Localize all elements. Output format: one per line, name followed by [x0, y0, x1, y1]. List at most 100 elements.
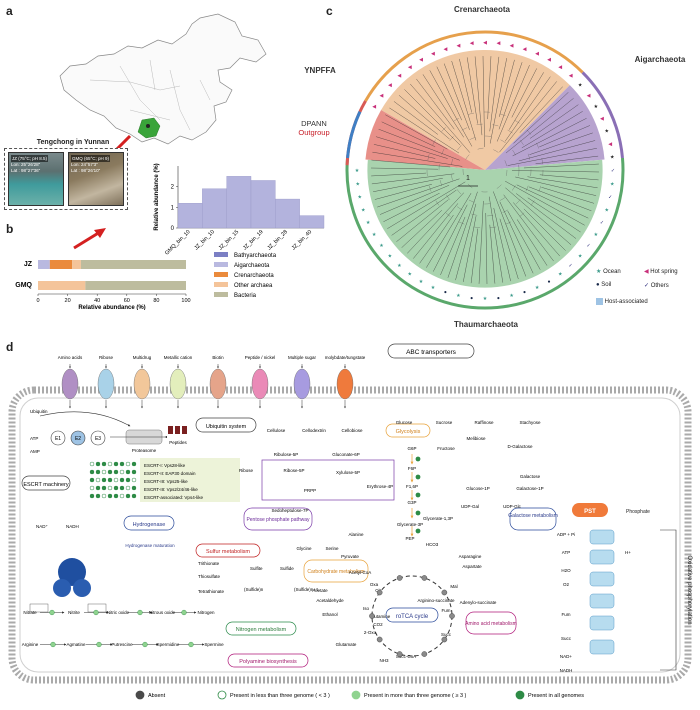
site-jz-photo: JZ (75°C; pH 8.5) Lon: 25°26'28" Lat : 9… [8, 152, 64, 206]
habitat-marker: ★ [355, 181, 360, 187]
escrt-presence-dot [107, 493, 113, 499]
tree-branch [377, 178, 460, 208]
tree-branch [374, 184, 432, 200]
glycolysis-metabolite: HCO3 [426, 542, 439, 547]
hydrogenase-complex: NAD⁺ NADH [29, 524, 107, 613]
oxphos-complex [589, 615, 615, 631]
tree-branch [433, 204, 468, 272]
metabolite-label: Nitrate [23, 610, 37, 615]
escrt-presence-dot [131, 469, 137, 475]
tree-branch [516, 184, 589, 219]
bin-bar [226, 176, 252, 229]
sugar-metabolite: Raffinose [475, 420, 494, 425]
legend-hotspring: ◀ Hot spring [644, 268, 678, 275]
transporter-label: molybdate/tungstate [325, 355, 366, 360]
escrt-title: ESCRT machinery [23, 482, 69, 488]
gene-presence-dot [49, 609, 55, 616]
gene-presence-dot [415, 528, 421, 534]
region-label: Tengchong in Yunnan [36, 139, 110, 146]
glycolysis-metabolite: Glycerate-1,3P [423, 516, 453, 521]
tree-branch [523, 208, 566, 251]
panel-c-letter: c [326, 4, 333, 18]
tree-branch [499, 59, 515, 117]
tca-node [369, 613, 375, 619]
amino-acid-metabolite: Ethanol [322, 612, 337, 617]
tca-node [396, 651, 403, 657]
tree-branch [373, 144, 436, 159]
stack-legend-label: Bathyarchaeota [234, 253, 277, 259]
tree-branch [371, 173, 455, 185]
ubq-atp: ATP [30, 436, 38, 441]
escrt-presence-dot [113, 461, 119, 467]
tca-node [421, 575, 428, 581]
star-icon: ★ [596, 269, 602, 275]
sugar-metabolite: Stachyose [519, 420, 541, 425]
glycolysis-title: Glycolysis [396, 429, 421, 435]
tree-branch [381, 121, 436, 147]
glycolysis-metabolite: F1,6P [406, 484, 418, 489]
dot-icon: ● [596, 282, 600, 288]
tree-branch [516, 193, 577, 239]
legend-others-label: Others [650, 283, 669, 289]
tree-legend: ★ Ocean ◀ Hot spring ● Soil ✓ Others Hos… [596, 268, 700, 324]
ppp-metabolite: Gluconate-6P [332, 452, 360, 457]
pathway-legend-label: Absent [148, 693, 166, 699]
habitat-marker: ◀ [496, 41, 500, 47]
ppp-metabolite: Xylulose-5P [336, 470, 360, 475]
habitat-marker: ★ [483, 296, 488, 302]
tree-branch [529, 104, 579, 139]
ubq-e1: E1 [55, 436, 61, 442]
escrt-presence-dot [95, 485, 101, 491]
metabolite-label: Spermidine [157, 642, 180, 647]
stack-segment [38, 281, 86, 290]
ppp-metabolite: Ribose [239, 468, 254, 473]
habitat-marker: ◀ [510, 43, 514, 49]
transporter-label: Multiple sugar [288, 355, 317, 360]
galactose-title: Galactose metabolism [508, 513, 557, 519]
escrt-3: ESCRT-III: Vps25-like [144, 479, 188, 484]
pathway-legend-dot [217, 690, 227, 700]
escrt-presence-dot [107, 477, 113, 483]
tree-branch [493, 207, 511, 282]
ppp-metabolite: Sedoheptulose-7P [271, 508, 308, 513]
sugar-metabolite: UDP-Glc [503, 504, 521, 509]
habitat-marker: ◀ [419, 57, 423, 63]
site-gmq-label: GMQ (65°C; pH 9) [71, 155, 111, 162]
habitat-marker: ★ [372, 232, 377, 238]
transporter-channel [133, 368, 151, 400]
panel-b-letter: b [6, 222, 14, 236]
tree-branch [498, 62, 523, 130]
escrt-presence-dot [95, 461, 101, 467]
ubq-e2: E2 [75, 436, 81, 442]
tree-branch [489, 58, 507, 144]
galactose-box [509, 507, 557, 531]
escrt-presence-dot [131, 485, 137, 491]
habitat-marker: ◀ [470, 41, 474, 47]
escrt-presence-dot [89, 493, 95, 499]
stack-legend-label: Other archaea [234, 283, 273, 289]
oxphos-title: Oxidative phosphorylation [686, 555, 692, 624]
amino-acid-metabolite: NH3 [379, 658, 388, 663]
tree-branch [413, 203, 459, 259]
glycolysis-metabolite: Iso [363, 606, 370, 611]
stack-legend-swatch [214, 292, 228, 297]
sugar-metabolite: Cellobiose [341, 428, 363, 433]
stack-segment [72, 260, 81, 269]
ubq-ubiquitin: Ubiquitin [30, 409, 48, 414]
escrt-2: ESCRT-II: EAP30 domain [144, 471, 196, 476]
oxphos-metabolite: NAD+ [560, 654, 573, 659]
stack-xtick-label: 100 [181, 298, 190, 304]
bin-bar [250, 180, 276, 229]
habitat-marker: ◀ [380, 93, 384, 99]
stack-legend-swatch [214, 262, 228, 267]
oxphos-complex [589, 549, 615, 565]
legend-soil-label: Soil [601, 282, 612, 288]
amino-acid-metabolite: Asparagine [459, 554, 482, 559]
site-jz-lat: Lat : 98°27'36" [11, 168, 41, 173]
sulfur-box [195, 543, 261, 558]
tree-scale-label: 1 [466, 175, 470, 182]
tree-branch [505, 187, 572, 245]
escrt-list-bg [140, 458, 240, 502]
